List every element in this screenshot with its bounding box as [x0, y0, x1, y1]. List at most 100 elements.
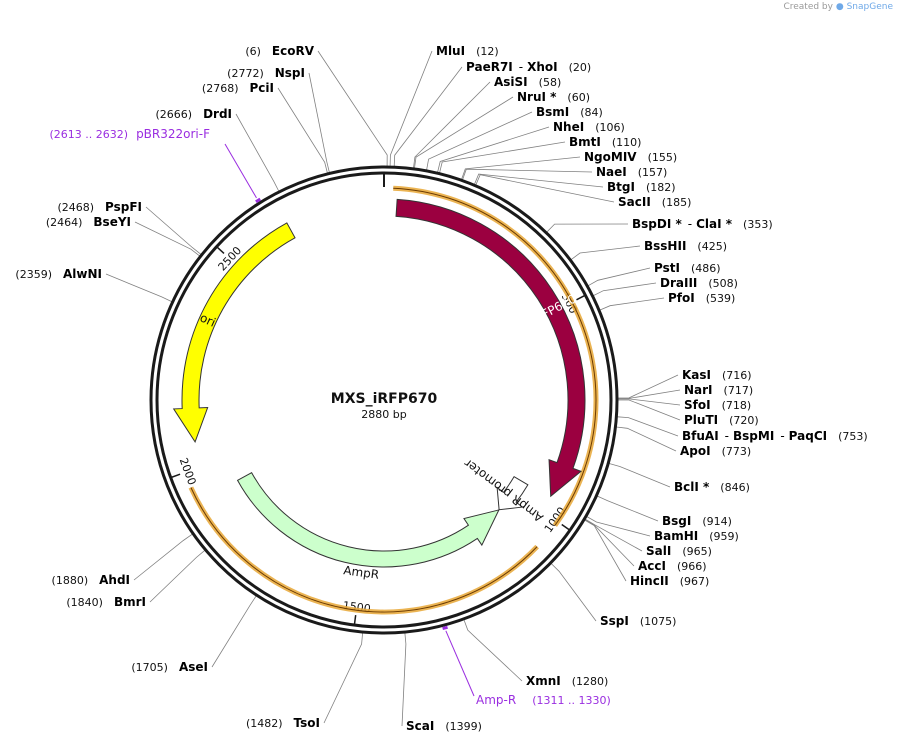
site-label-nspi[interactable]: (2772)NspI — [227, 66, 305, 80]
site-label-bsgi[interactable]: BsgI(914) — [662, 514, 732, 528]
tick-mark-1000 — [561, 523, 571, 531]
site-label-bseyi[interactable]: (2464) BseYI — [46, 215, 131, 229]
site-label-pcii[interactable]: (2768)PciI — [202, 81, 274, 95]
site-label-bmri[interactable]: (1840)BmrI — [66, 595, 146, 609]
site-label-nhei[interactable]: NheI(106) — [553, 120, 625, 134]
enzyme-name-sfoi: SfoI — [684, 398, 711, 412]
site-label-ngomiv[interactable]: NgoMIV(155) — [584, 150, 677, 164]
enzyme-name-nspi: NspI — [275, 66, 305, 80]
site-label-sali[interactable]: SalI(965) — [646, 544, 712, 558]
primer-marks: (2613 .. 2632) pBR322ori-F Amp-R(1311 .. 1… — [50, 127, 611, 707]
enzyme-name-bsmi: BsmI — [536, 105, 569, 119]
site-position: (2468) — [57, 201, 94, 214]
site-position: (717) — [724, 384, 754, 397]
site-leader-ngomiv — [461, 156, 581, 180]
primer-label-pbr322ori-f[interactable]: (2613 .. 2632) pBR322ori-F — [50, 127, 211, 141]
tick-label-2000: 2000 — [177, 456, 199, 487]
site-position: (1075) — [640, 615, 677, 628]
site-label-draiii[interactable]: DraIII(508) — [660, 276, 738, 290]
site-position: (967) — [680, 575, 710, 588]
site-label-scai[interactable]: ScaI(1399) — [406, 719, 482, 733]
site-label-ahdi[interactable]: (1880)AhdI — [52, 573, 130, 587]
enzyme-name-draiii: DraIII — [660, 276, 697, 290]
site-leader-psti — [588, 267, 651, 287]
site-label-sacii[interactable]: SacII(185) — [618, 195, 691, 209]
site-label-bamhi[interactable]: BamHI(959) — [654, 529, 739, 543]
primer-name: pBR322ori-F — [136, 127, 210, 141]
enzyme-name-ahdi: AhdI — [99, 573, 130, 587]
site-leader-bcli — [609, 463, 671, 488]
site-position: (1840) — [66, 596, 103, 609]
enzyme-name-bspmi: BspMI — [733, 429, 774, 443]
site-leader-sspi — [551, 563, 597, 622]
site-label-hincii[interactable]: HincII (967) — [630, 574, 709, 588]
feature-arrow-irfp670[interactable] — [395, 198, 586, 498]
plasmid-center-title: MXS_iRFP670 2880 bp — [331, 391, 438, 421]
site-leader-ecorv — [317, 50, 388, 167]
site-label-naei[interactable]: NaeI(157) — [596, 165, 667, 179]
orf-arcs — [188, 185, 599, 615]
site-label-pspfi[interactable]: (2468)PspFI — [57, 200, 142, 214]
primer-label-amp-r[interactable]: Amp-R(1311 .. 1330) — [476, 693, 611, 707]
enzyme-separator: - — [688, 217, 692, 231]
feature-arrow-ampr[interactable] — [236, 471, 500, 568]
snapgene-credit: Created by ● SnapGene — [783, 2, 893, 12]
site-label-asisi[interactable]: AsiSI(58) — [494, 75, 561, 89]
site-leader-pcii — [277, 87, 328, 174]
site-leader-paer7i — [393, 66, 463, 167]
site-label-paer7i[interactable]: PaeR7I-XhoI(20) — [466, 60, 591, 74]
site-label-tsoi[interactable]: (1482)TsoI — [246, 716, 320, 730]
site-leader-ahdi — [133, 533, 193, 581]
feature-arrow-ampr-promoter[interactable] — [496, 475, 529, 511]
enzyme-name-bsshii: BssHII — [644, 239, 686, 253]
site-label-pfoi[interactable]: PfoI(539) — [668, 291, 735, 305]
enzyme-name-paer7i: PaeR7I — [466, 60, 513, 74]
site-label-alwni[interactable]: (2359)AlwNI — [15, 267, 102, 281]
site-label-bcli[interactable]: BclI *(846) — [674, 480, 750, 494]
enzyme-name-hincii: HincII — [630, 574, 669, 588]
site-position: (718) — [722, 399, 752, 412]
tick-mark-2000 — [170, 473, 181, 479]
site-label-nari[interactable]: NarI(717) — [684, 383, 753, 397]
site-label-acci[interactable]: AccI(966) — [638, 559, 707, 573]
primer-position: (2613 .. 2632) — [50, 128, 129, 141]
site-label-sspi[interactable]: SspI (1075) — [600, 614, 676, 628]
enzyme-name-pfoi: PfoI — [668, 291, 695, 305]
site-label-sfoi[interactable]: SfoI (718) — [684, 398, 751, 412]
site-label-bsmi[interactable]: BsmI(84) — [536, 105, 603, 119]
site-label-psti[interactable]: PstI(486) — [654, 261, 721, 275]
site-leader-sfoi — [617, 398, 681, 406]
site-label-bfuai[interactable]: BfuAI-BspMI-PaqCI(753) — [682, 429, 868, 443]
site-label-ecorv[interactable]: (6)EcoRV — [245, 44, 314, 58]
site-label-bsshii[interactable]: BssHII(425) — [644, 239, 727, 253]
site-leader-lines — [105, 50, 681, 727]
site-label-nrui[interactable]: NruI *(60) — [517, 90, 590, 104]
site-label-bspdi[interactable]: BspDI *-ClaI *(353) — [632, 217, 773, 231]
enzyme-name-xmni: XmnI — [526, 674, 561, 688]
site-label-btgi[interactable]: BtgI(182) — [607, 180, 676, 194]
site-label-mlui[interactable]: MluI(12) — [436, 44, 499, 58]
site-label-xmni[interactable]: XmnI(1280) — [526, 674, 608, 688]
enzyme-name-sspi: SspI — [600, 614, 629, 628]
site-label-kasi[interactable]: KasI(716) — [682, 368, 752, 382]
site-label-asei[interactable]: (1705)AseI — [131, 660, 208, 674]
site-position: (2464) — [46, 216, 83, 229]
site-label-apoi[interactable]: ApoI(773) — [680, 444, 751, 458]
site-label-bmti[interactable]: BmtI(110) — [569, 135, 641, 149]
site-label-drdi[interactable]: (2666)DrdI — [155, 107, 232, 121]
site-leader-bamhi — [586, 516, 651, 537]
site-label-pluti[interactable]: PluTI(720) — [684, 413, 759, 427]
primer-leader-pbr322ori-f — [224, 143, 257, 199]
site-leader-bspdi — [546, 223, 629, 233]
primer-mark-pbr322ori-f — [255, 197, 262, 204]
feature-arrow-ori[interactable] — [172, 222, 296, 443]
feature-label-ampr-promoter: AmpR promoter — [461, 456, 546, 525]
enzyme-name-btgi: BtgI — [607, 180, 635, 194]
tick-mark-2500 — [216, 246, 225, 254]
enzyme-name-bseyi: BseYI — [93, 215, 131, 229]
site-labels[interactable]: (6)EcoRV MluI(12) PaeR7I-XhoI(20)AsiSI(58)… — [15, 44, 867, 733]
site-leader-sali — [585, 518, 643, 552]
primer-name: Amp-R — [476, 693, 516, 707]
site-position: (20) — [569, 61, 592, 74]
